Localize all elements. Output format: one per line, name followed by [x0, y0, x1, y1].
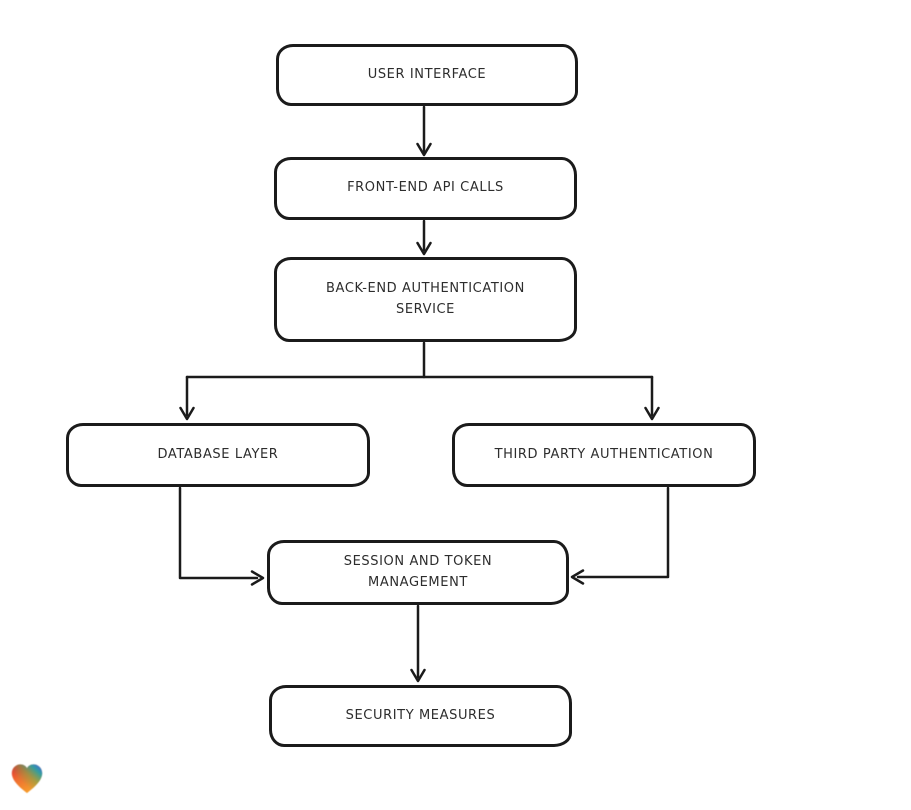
node-front-end-api-calls: FRONT-END API CALLS [274, 157, 577, 220]
node-security-measures: SECURITY MEASURES [269, 685, 572, 747]
node-user-interface: USER INTERFACE [276, 44, 578, 106]
edge-session-to-security [410, 604, 426, 683]
edge-third-to-session [570, 486, 670, 585]
node-third-party-authentication: THIRD PARTY AUTHENTICATION [452, 423, 756, 487]
node-database-layer: DATABASE LAYER [66, 423, 370, 487]
edge-ui-to-api [416, 105, 432, 157]
gradient-heart-icon [9, 759, 45, 799]
node-session-and-token-management: SESSION AND TOKEN MANAGEMENT [267, 540, 569, 605]
edge-db-to-session [178, 486, 265, 586]
node-back-end-authentication-service: BACK-END AUTHENTICATION SERVICE [274, 257, 577, 342]
edge-backend-branch [179, 341, 660, 421]
edge-api-to-backend [416, 219, 432, 256]
